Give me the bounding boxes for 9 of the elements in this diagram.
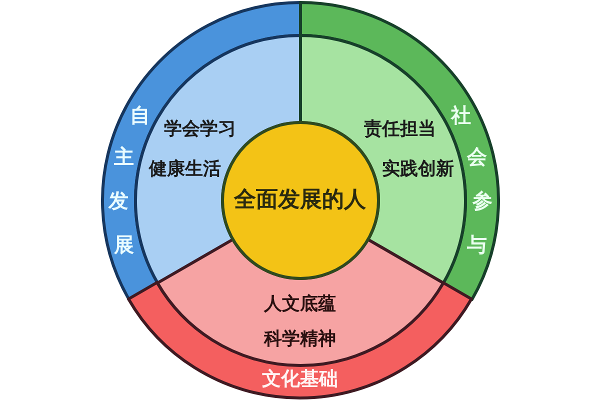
sector-text: 责任担当 bbox=[364, 120, 436, 140]
center-text: 全面发展的人 bbox=[234, 187, 366, 213]
sector-title: 文化基础 bbox=[262, 369, 338, 391]
sector-text: 人文底蕴 bbox=[264, 294, 336, 316]
sector-text: 学会学习 bbox=[164, 120, 236, 140]
sector-text: 科学精神 bbox=[264, 330, 336, 350]
sector-title: 自主发展 bbox=[108, 102, 150, 256]
inner-sector bbox=[156, 238, 444, 366]
sector-text: 健康生活 bbox=[149, 160, 221, 180]
